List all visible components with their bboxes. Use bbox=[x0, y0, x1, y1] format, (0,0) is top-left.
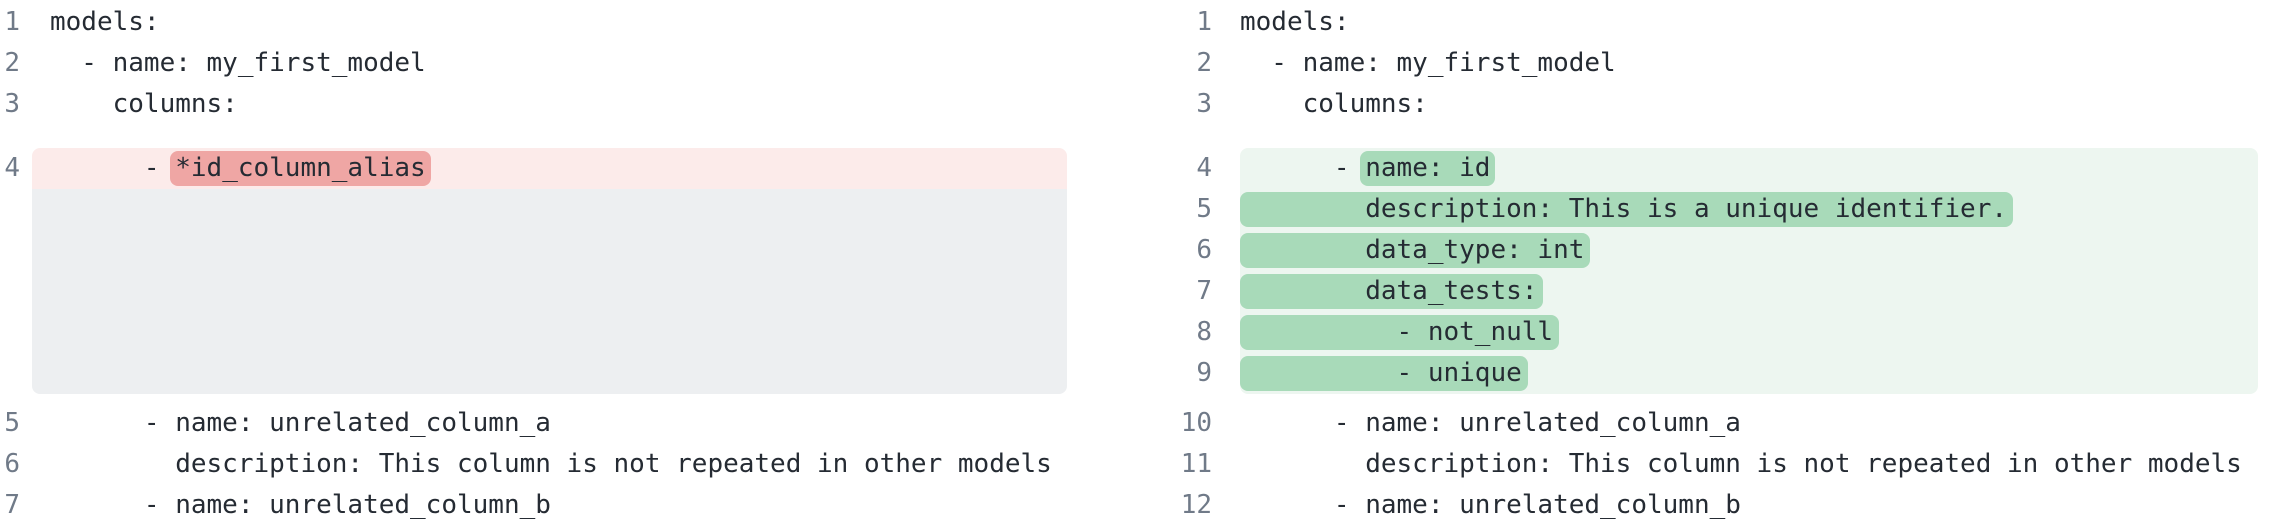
line-number: 12 bbox=[1180, 490, 1212, 520]
added-group-body: - name: id description: This is a unique… bbox=[1240, 148, 2258, 394]
code-text: - bbox=[50, 153, 176, 183]
code-text: - name: unrelated_column_b bbox=[1240, 490, 1741, 520]
code-line: 5 - name: unrelated_column_a bbox=[0, 403, 1139, 444]
added-token: data_type: int bbox=[1240, 233, 1591, 268]
added-line: - name: id bbox=[1240, 148, 2258, 189]
line-number: 4 bbox=[1196, 153, 1212, 183]
line-number-column: 4 bbox=[0, 148, 20, 394]
line-number: 8 bbox=[1196, 317, 1212, 347]
code-text: - bbox=[1240, 153, 1366, 183]
line-number: 9 bbox=[1196, 358, 1212, 388]
code-line: 7 - name: unrelated_column_b bbox=[0, 485, 1139, 526]
added-token: - unique bbox=[1240, 356, 1528, 391]
code-line: 11 description: This column is not repea… bbox=[1139, 444, 2278, 485]
removed-change-group: 4 - *id_column_alias bbox=[0, 148, 1139, 394]
added-token: description: This is a unique identifier… bbox=[1240, 192, 2014, 227]
code-text: - name: my_first_model bbox=[1240, 48, 1616, 78]
added-line: data_tests: bbox=[1240, 271, 2258, 312]
removed-group-body: - *id_column_alias bbox=[32, 148, 1067, 394]
line-number: 7 bbox=[4, 490, 20, 520]
line-number: 4 bbox=[4, 153, 20, 183]
line-number: 2 bbox=[1196, 48, 1212, 78]
code-text: - name: unrelated_column_b bbox=[50, 490, 551, 520]
code-text: - name: unrelated_column_a bbox=[1240, 408, 1741, 438]
line-number: 1 bbox=[1196, 7, 1212, 37]
added-line: - unique bbox=[1240, 353, 2258, 394]
line-number: 10 bbox=[1180, 408, 1212, 438]
line-number: 6 bbox=[1196, 235, 1212, 265]
added-line: - not_null bbox=[1240, 312, 2258, 353]
added-token: - not_null bbox=[1240, 315, 1560, 350]
line-number: 11 bbox=[1180, 449, 1212, 479]
code-line: 6 description: This column is not repeat… bbox=[0, 444, 1139, 485]
code-text: columns: bbox=[50, 89, 238, 119]
code-text: description: This column is not repeated… bbox=[1240, 449, 2242, 479]
code-text: - name: unrelated_column_a bbox=[50, 408, 551, 438]
code-text: description: This column is not repeated… bbox=[50, 449, 1052, 479]
collapsed-placeholder bbox=[32, 189, 1067, 394]
added-line: data_type: int bbox=[1240, 230, 2258, 271]
added-line: description: This is a unique identifier… bbox=[1240, 189, 2258, 230]
line-number: 7 bbox=[1196, 276, 1212, 306]
added-token: data_tests: bbox=[1240, 274, 1544, 309]
added-token: name: id bbox=[1360, 151, 1496, 186]
removed-line: - *id_column_alias bbox=[32, 148, 1067, 189]
line-number: 5 bbox=[1196, 194, 1212, 224]
line-number: 3 bbox=[4, 89, 20, 119]
line-number: 1 bbox=[4, 7, 20, 37]
code-line: 1 models: bbox=[0, 2, 1139, 43]
added-change-group: 4 5 6 7 8 9 - name: id description: This is a… bbox=[1139, 148, 2278, 394]
line-number: 6 bbox=[4, 449, 20, 479]
code-line: 3 columns: bbox=[1139, 84, 2278, 125]
code-text: columns: bbox=[1240, 89, 1428, 119]
code-line: 3 columns: bbox=[0, 84, 1139, 125]
removed-token: *id_column_alias bbox=[170, 151, 431, 186]
code-text: - name: my_first_model bbox=[50, 48, 426, 78]
line-number: 5 bbox=[4, 408, 20, 438]
code-line: 1 models: bbox=[1139, 2, 2278, 43]
code-text: models: bbox=[50, 7, 160, 37]
code-line: 12 - name: unrelated_column_b bbox=[1139, 485, 2278, 526]
code-line: 2 - name: my_first_model bbox=[0, 43, 1139, 84]
line-number: 3 bbox=[1196, 89, 1212, 119]
code-line: 2 - name: my_first_model bbox=[1139, 43, 2278, 84]
line-number: 2 bbox=[4, 48, 20, 78]
code-text: models: bbox=[1240, 7, 1350, 37]
line-number-column: 4 5 6 7 8 9 bbox=[1139, 148, 1212, 394]
code-line: 10 - name: unrelated_column_a bbox=[1139, 403, 2278, 444]
